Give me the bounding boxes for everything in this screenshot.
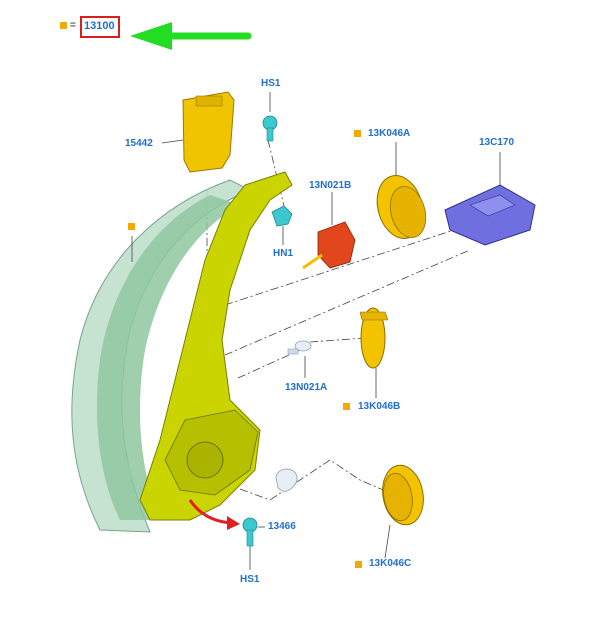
label-hs1-top: HS1 — [261, 78, 281, 89]
bulb-13N021A — [287, 340, 312, 355]
marker-13K046B — [343, 403, 350, 410]
marker-13K046C — [355, 561, 362, 568]
leader-line — [224, 249, 471, 356]
label-hs1-bottom: HS1 — [240, 574, 260, 585]
legend-equals: = — [70, 20, 76, 31]
housing-bulb-socket — [186, 441, 224, 479]
red-arrow-icon — [188, 499, 240, 530]
green-arrow-icon — [130, 22, 252, 50]
label-13K046B: 13K046B — [358, 401, 401, 412]
nut-hn1 — [271, 205, 293, 227]
cap-13K046C — [382, 464, 424, 526]
label-13C170: 13C170 — [479, 137, 515, 148]
marker-13K046A — [354, 130, 361, 137]
bulb-white-bottom — [275, 468, 298, 493]
leader-line — [237, 349, 301, 379]
cap-13K046B — [359, 307, 389, 369]
leader-line — [309, 337, 366, 343]
connector-15442 — [182, 91, 235, 173]
leader-line — [224, 227, 461, 306]
label-13N021B: 13N021B — [309, 180, 352, 191]
marker-housing — [128, 223, 135, 230]
label-leaders — [131, 92, 501, 570]
connector-15442-top — [195, 95, 223, 107]
screw-hs1-top — [262, 115, 278, 142]
legend-marker — [60, 22, 67, 29]
label-13K046A: 13K046A — [368, 128, 411, 139]
headlamp-lens-inner — [96, 195, 240, 520]
label-hn1: HN1 — [273, 248, 294, 259]
module-13C170 — [444, 184, 536, 246]
legend-highlight-box — [80, 16, 120, 38]
cap-13K046A — [376, 175, 427, 239]
label-13466: 13466 — [268, 521, 296, 532]
label-13K046C: 13K046C — [369, 558, 412, 569]
label-15442: 15442 — [125, 138, 153, 149]
legend-part-number: 13100 — [84, 20, 115, 32]
screw-13466 — [242, 517, 258, 547]
label-13N021A: 13N021A — [285, 382, 328, 393]
bulb-13N021B — [302, 221, 356, 270]
